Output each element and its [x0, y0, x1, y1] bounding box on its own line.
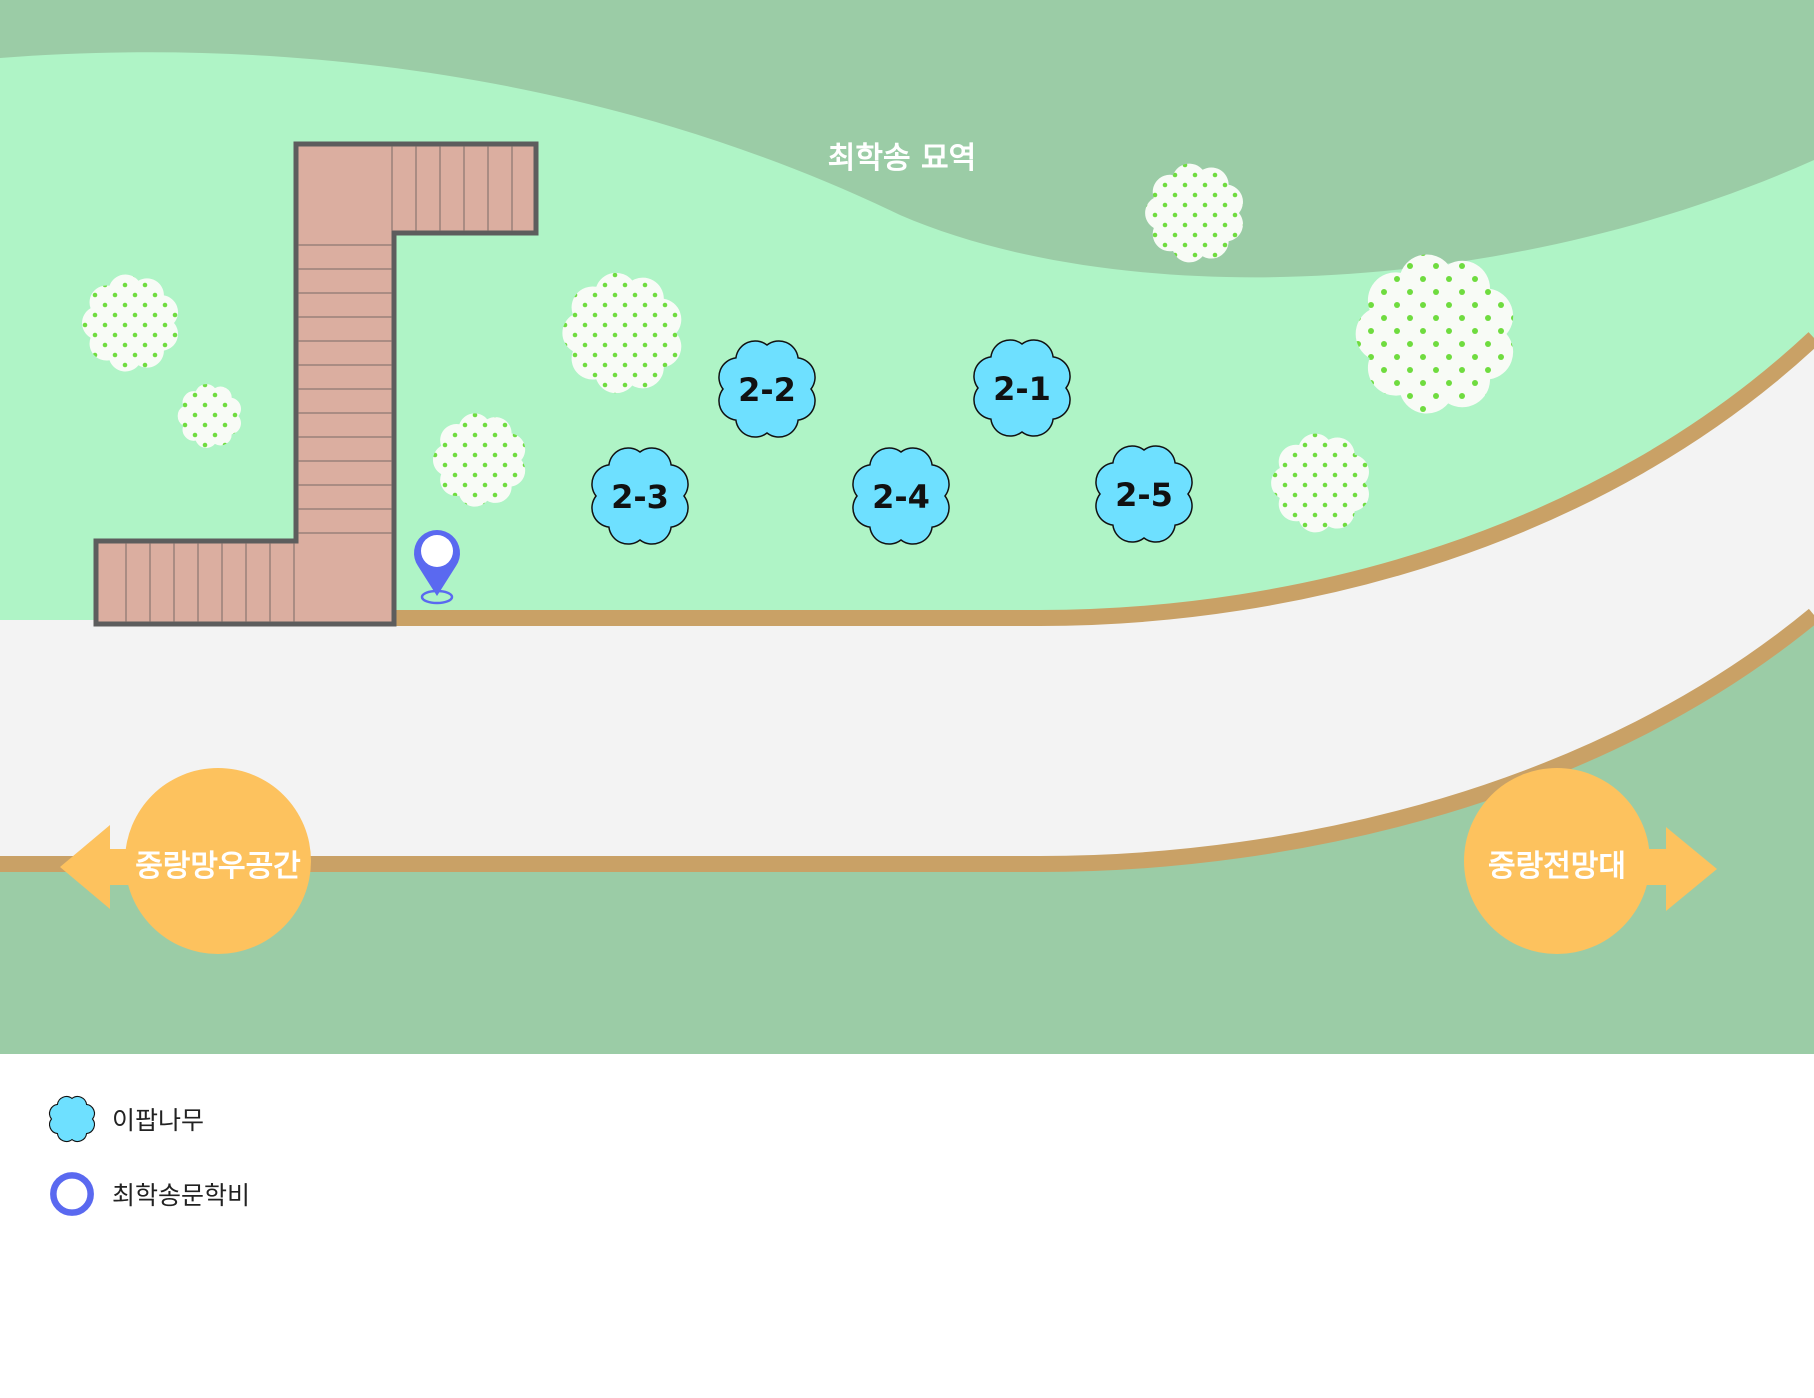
shrub — [1145, 163, 1243, 263]
walking-path — [0, 340, 1814, 862]
tree-cloud-icon — [49, 1096, 95, 1142]
legend-item-tree: 이팝나무 — [44, 1091, 204, 1147]
tree-marker-2-5[interactable]: 2-5 — [1095, 445, 1193, 543]
legend-label-tree: 이팝나무 — [112, 1106, 205, 1135]
legend-label-monument: 최학송문학비 — [112, 1181, 251, 1210]
tree-marker-2-1[interactable]: 2-1 — [973, 339, 1071, 437]
shrub — [177, 384, 241, 448]
tree-marker-2-2[interactable]: 2-2 — [718, 340, 816, 438]
shrub-group — [82, 163, 1514, 533]
area-label: 최학송 묘역 — [828, 141, 976, 176]
tree-markers: 2-1 2-2 2-3 2-4 2-5 — [591, 339, 1193, 545]
boardwalk — [93, 141, 539, 627]
tree-cloud-icon — [718, 340, 816, 438]
destination-right[interactable]: 중랑전망대 — [1464, 768, 1717, 954]
destination-left[interactable]: 중랑망우공간 — [60, 768, 311, 954]
tree-marker-2-3[interactable]: 2-3 — [591, 447, 689, 545]
destination-right-label: 중랑전망대 — [1488, 849, 1626, 884]
destination-left-label: 중랑망우공간 — [135, 849, 301, 884]
tree-marker-2-4[interactable]: 2-4 — [852, 447, 950, 545]
path-edge-bottom — [0, 608, 1814, 872]
path-edge-top — [390, 332, 1814, 626]
tree-cloud-icon — [852, 447, 950, 545]
tree-marker-label: 2-3 — [611, 478, 669, 516]
tree-marker-label: 2-5 — [1115, 476, 1173, 514]
shrub — [82, 274, 179, 372]
tree-marker-label: 2-2 — [738, 371, 796, 409]
location-pin-icon[interactable] — [413, 530, 460, 605]
legend-item-monument: 최학송문학비 — [44, 1166, 250, 1222]
tree-cloud-icon — [973, 339, 1071, 437]
park-map: 최학송 묘역 2-1 2-2 2-3 2-4 2-5 중랑망우공간 중랑전망대 — [0, 0, 1814, 1054]
shrub — [562, 272, 682, 394]
tree-marker-label: 2-4 — [872, 478, 930, 516]
arrow-left-icon — [60, 825, 110, 909]
tree-cloud-icon — [1095, 445, 1193, 543]
tree-marker-label: 2-1 — [993, 370, 1051, 408]
tree-cloud-icon — [591, 447, 689, 545]
shrub — [432, 413, 526, 507]
ring-icon — [50, 1172, 94, 1216]
arrow-right-icon — [1666, 827, 1717, 911]
shrub — [1355, 254, 1514, 414]
shrub — [1271, 433, 1369, 533]
